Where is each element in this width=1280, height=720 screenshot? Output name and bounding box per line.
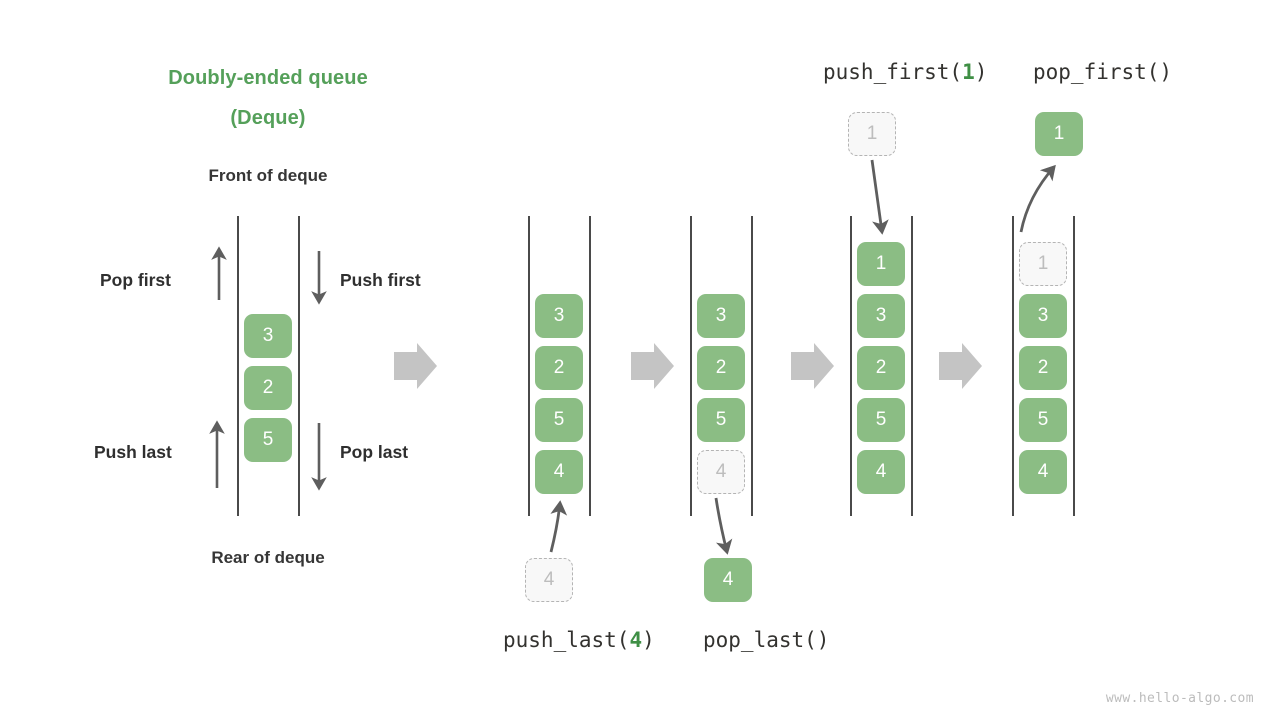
call-pop-first: pop_first() bbox=[1033, 60, 1172, 84]
deque-node: 2 bbox=[244, 366, 292, 410]
call-pop-first-name: pop_first() bbox=[1033, 60, 1173, 84]
deque-node: 2 bbox=[697, 346, 745, 390]
deque-node: 3 bbox=[697, 294, 745, 338]
rail-right bbox=[589, 216, 591, 516]
call-push-first-name: push_first( bbox=[823, 60, 963, 84]
step-arrow-icon bbox=[939, 343, 982, 389]
outgoing-node-pop-last: 4 bbox=[704, 558, 752, 602]
push-first-label: Push first bbox=[340, 270, 421, 290]
step-arrow-icon bbox=[631, 343, 674, 389]
pop-first-label: Pop first bbox=[100, 270, 171, 290]
node-stack: 3 2 5 bbox=[244, 314, 292, 462]
pop-first-transfer-arrow-icon bbox=[1019, 164, 1056, 233]
title-line-1: Doubly-ended queue bbox=[168, 67, 368, 89]
deque-node: 2 bbox=[857, 346, 905, 390]
call-push-last-arg: 4 bbox=[629, 628, 643, 652]
call-push-first: push_first(1) bbox=[823, 60, 987, 84]
deque-node: 5 bbox=[244, 418, 292, 462]
call-push-last-close: ) bbox=[642, 628, 655, 652]
call-pop-last-name: pop_last() bbox=[703, 628, 830, 652]
node-stack: 1 3 2 5 4 bbox=[857, 242, 905, 494]
deque-node: 3 bbox=[535, 294, 583, 338]
rail-left bbox=[1012, 216, 1014, 516]
rail-right bbox=[751, 216, 753, 516]
page-title: Doubly-ended queue (Deque) bbox=[143, 58, 393, 138]
watermark: www.hello-algo.com bbox=[1105, 691, 1254, 706]
title-line-2: (Deque) bbox=[230, 107, 306, 129]
deque-node: 4 bbox=[1019, 450, 1067, 494]
deque-node: 4 bbox=[535, 450, 583, 494]
incoming-node-push-first: 1 bbox=[848, 112, 896, 156]
push-last-transfer-arrow-icon bbox=[549, 500, 568, 553]
rail-left bbox=[237, 216, 239, 516]
deque-node: 3 bbox=[1019, 294, 1067, 338]
deque-node: 5 bbox=[857, 398, 905, 442]
deque-node: 5 bbox=[1019, 398, 1067, 442]
deque-node: 1 bbox=[857, 242, 905, 286]
call-push-first-arg: 1 bbox=[962, 60, 975, 84]
deque-node: 2 bbox=[1019, 346, 1067, 390]
push-last-label: Push last bbox=[94, 442, 172, 462]
deque-node-ghost: 4 bbox=[697, 450, 745, 494]
rail-right bbox=[298, 216, 300, 516]
rail-left bbox=[850, 216, 852, 516]
incoming-node-push-last: 4 bbox=[525, 558, 573, 602]
rear-of-deque-label: Rear of deque bbox=[211, 548, 325, 567]
node-stack: 1 3 2 5 4 bbox=[1019, 242, 1067, 494]
pop-last-label: Pop last bbox=[340, 442, 409, 462]
pop-last-transfer-arrow-icon bbox=[714, 497, 733, 555]
outgoing-node-pop-first: 1 bbox=[1035, 112, 1083, 156]
deque-node: 5 bbox=[697, 398, 745, 442]
call-push-last-name: push_last( bbox=[503, 628, 630, 652]
push-first-transfer-arrow-icon bbox=[870, 159, 889, 235]
front-of-deque-label: Front of deque bbox=[208, 166, 328, 185]
call-push-first-close: ) bbox=[974, 60, 988, 84]
call-push-last: push_last(4) bbox=[503, 628, 655, 652]
deque-node: 5 bbox=[535, 398, 583, 442]
deque-node: 4 bbox=[857, 450, 905, 494]
step-arrow-icon bbox=[791, 343, 834, 389]
rail-left bbox=[690, 216, 692, 516]
rail-right bbox=[1073, 216, 1075, 516]
call-pop-last: pop_last() bbox=[703, 628, 829, 652]
deque-node-ghost: 1 bbox=[1019, 242, 1067, 286]
node-stack: 3 2 5 4 bbox=[535, 294, 583, 494]
step-arrow-icon bbox=[394, 343, 437, 389]
node-stack: 3 2 5 4 bbox=[697, 294, 745, 494]
deque-node: 3 bbox=[857, 294, 905, 338]
rail-right bbox=[911, 216, 913, 516]
deque-node: 3 bbox=[244, 314, 292, 358]
deque-node: 2 bbox=[535, 346, 583, 390]
rail-left bbox=[528, 216, 530, 516]
